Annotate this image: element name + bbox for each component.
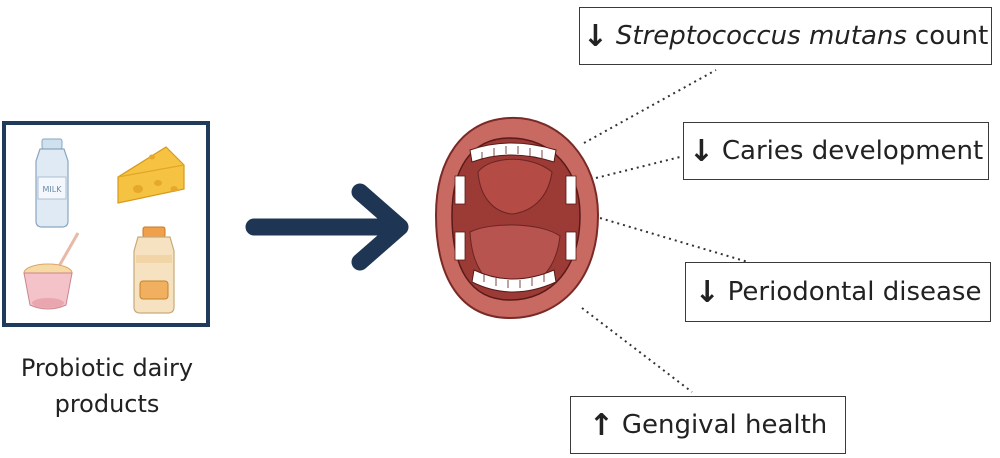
down-arrow-icon: ↓ [694, 274, 720, 310]
probiotic-products-box: MILK [2, 121, 210, 327]
down-arrow-icon: ↓ [582, 18, 608, 54]
bottle-label: MILK [43, 185, 63, 194]
effect-caries-box: ↓ Caries development [683, 122, 989, 180]
down-arrow-icon: ↓ [688, 133, 714, 169]
effect-gengival-box: ↑ Gengival health [570, 396, 846, 454]
connector-periodontal [599, 217, 749, 263]
right-arrow-icon [245, 183, 409, 271]
effect-mutans-rest: count [914, 21, 989, 51]
cheese-icon [117, 146, 185, 204]
up-arrow-icon: ↑ [588, 407, 614, 443]
effect-gengival-text: Gengival health [621, 410, 828, 440]
connector-lines [581, 69, 749, 393]
milk-bottle-icon: MILK [35, 138, 69, 228]
yogurt-cup-icon [23, 232, 80, 310]
drinkable-yogurt-icon [133, 226, 175, 314]
connector-gengival [581, 307, 693, 393]
effect-caries-text: Caries development [721, 136, 984, 166]
products-caption-line2: products [54, 390, 160, 418]
connector-caries [595, 155, 685, 179]
products-illustration: MILK [23, 138, 185, 314]
connector-mutans [583, 69, 717, 144]
open-mouth-icon [434, 116, 600, 320]
products-caption: Probiotic dairy products [0, 350, 214, 422]
effect-periodontal-box: ↓ Periodontal disease [685, 262, 991, 322]
effect-mutans-species: Streptococcus mutans [615, 21, 907, 51]
effect-periodontal-text: Periodontal disease [727, 277, 982, 307]
products-caption-line1: Probiotic dairy [20, 354, 194, 382]
